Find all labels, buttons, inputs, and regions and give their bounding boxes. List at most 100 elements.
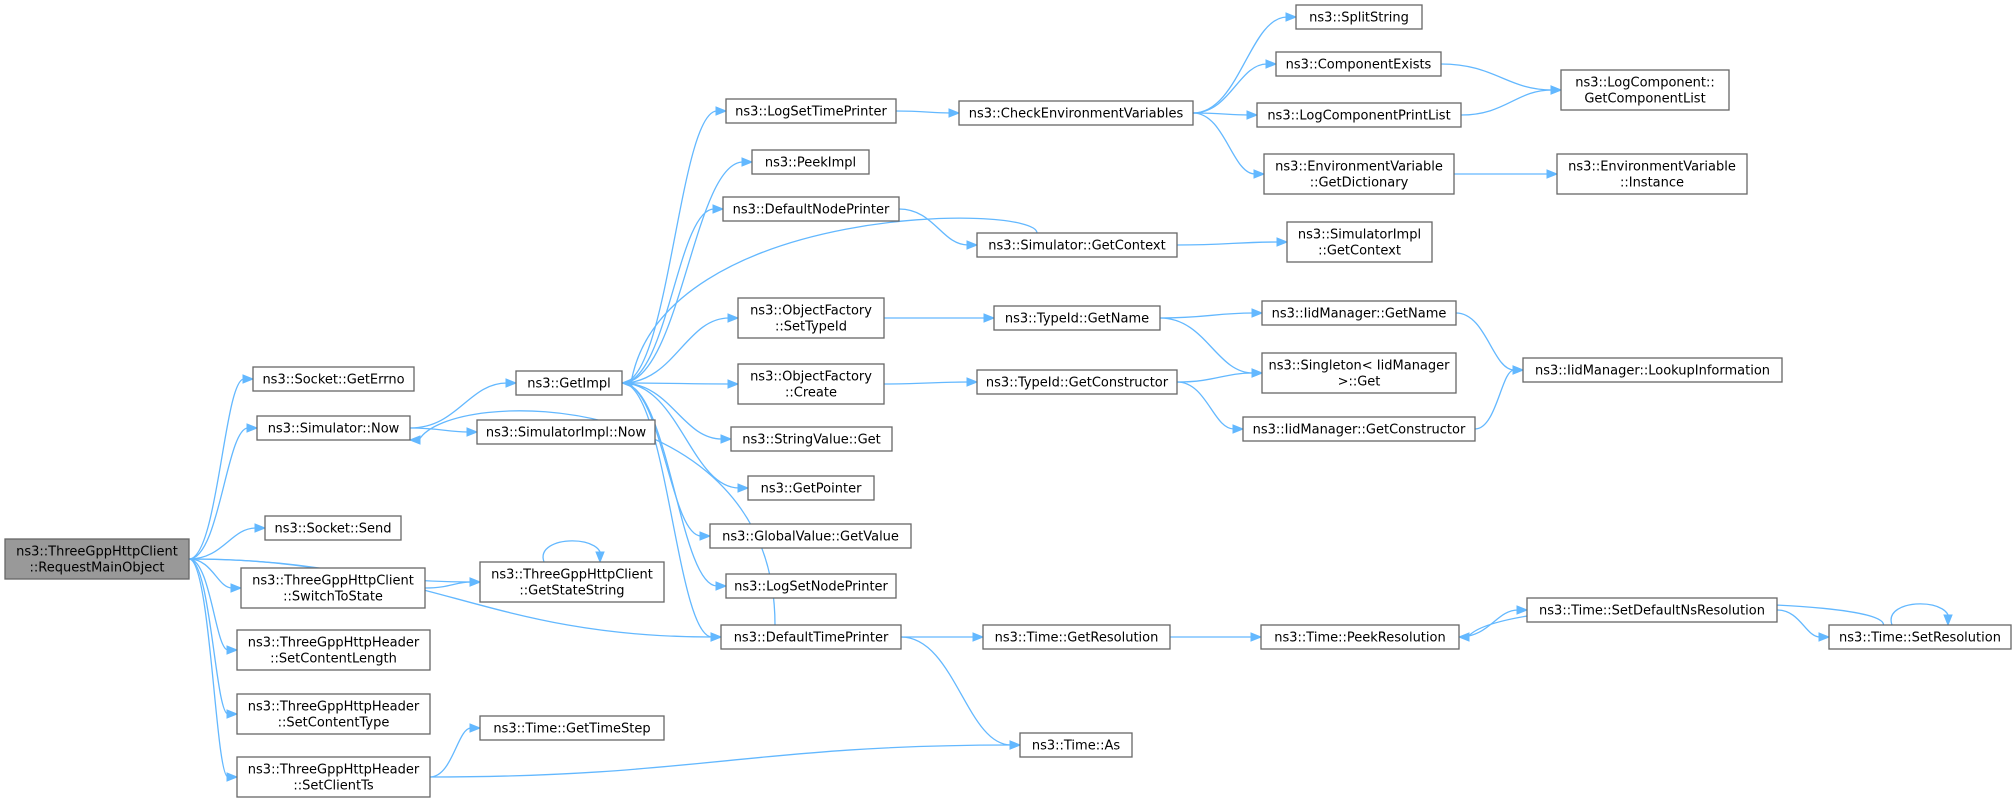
node-label: ns3::GlobalValue::GetValue bbox=[722, 530, 899, 545]
edge-line bbox=[630, 217, 1038, 384]
node-string-value-get[interactable]: ns3::StringValue::Get bbox=[730, 426, 893, 452]
node-simimpl-now[interactable]: ns3::SimulatorImpl::Now bbox=[476, 419, 656, 445]
edge-arrowhead bbox=[595, 551, 605, 564]
edge-line bbox=[188, 558, 229, 778]
node-log-component-get-list[interactable]: ns3::LogComponent::GetComponentList bbox=[1560, 69, 1730, 111]
edge-check-env-vars-to-env-var-get-dictionary bbox=[1192, 112, 1266, 179]
edge-line bbox=[621, 110, 718, 384]
node-typeid-get-name[interactable]: ns3::TypeId::GetName bbox=[993, 305, 1161, 331]
node-switch-state[interactable]: ns3::ThreeGppHttpClient::SwitchToState bbox=[240, 567, 426, 609]
node-iid-lookup-information[interactable]: ns3::IidManager::LookupInformation bbox=[1522, 357, 1783, 383]
edge-arrowhead bbox=[741, 157, 754, 167]
edge-line bbox=[898, 208, 969, 246]
node-simimpl-get-context[interactable]: ns3::SimulatorImpl::GetContext bbox=[1286, 221, 1433, 263]
node-box bbox=[1556, 153, 1748, 195]
edge-line bbox=[188, 558, 229, 715]
node-label: ::SwitchToState bbox=[283, 590, 383, 605]
node-log-component-print-list[interactable]: ns3::LogComponentPrintList bbox=[1256, 102, 1462, 128]
node-box bbox=[722, 196, 900, 222]
node-label: ::GetDictionary bbox=[1310, 176, 1409, 191]
node-time-set-default-ns-resolution[interactable]: ns3::Time::SetDefaultNsResolution bbox=[1526, 597, 1778, 623]
node-label: ::Create bbox=[785, 386, 837, 401]
node-typeid-get-constructor[interactable]: ns3::TypeId::GetConstructor bbox=[976, 369, 1178, 395]
node-root[interactable]: ns3::ThreeGppHttpClient::RequestMainObje… bbox=[4, 538, 190, 580]
node-sock-errno[interactable]: ns3::Socket::GetErrno bbox=[252, 366, 415, 392]
node-label: GetComponentList bbox=[1584, 92, 1705, 107]
node-log-set-node-printer[interactable]: ns3::LogSetNodePrinter bbox=[725, 573, 897, 599]
node-label: ns3::ObjectFactory bbox=[750, 304, 872, 319]
edge-iid-get-name-to-iid-lookup-information bbox=[1455, 312, 1525, 375]
node-box bbox=[751, 149, 870, 175]
node-box bbox=[1828, 624, 2012, 650]
edge-root-to-sock-errno bbox=[188, 374, 255, 560]
node-get-state-string[interactable]: ns3::ThreeGppHttpClient::GetStateString bbox=[479, 561, 665, 603]
node-iid-get-name[interactable]: ns3::IidManager::GetName bbox=[1261, 300, 1457, 326]
node-time-set-resolution[interactable]: ns3::Time::SetResolution bbox=[1828, 624, 2012, 650]
node-label: ns3::IidManager::GetConstructor bbox=[1253, 423, 1466, 438]
node-component-exists[interactable]: ns3::ComponentExists bbox=[1275, 51, 1442, 77]
edge-switch-state-to-get-state-string bbox=[424, 577, 482, 589]
node-split-string[interactable]: ns3::SplitString bbox=[1295, 4, 1423, 30]
node-box bbox=[737, 363, 885, 405]
edge-root-to-set-content-length bbox=[188, 558, 239, 655]
node-default-node-printer[interactable]: ns3::DefaultNodePrinter bbox=[722, 196, 900, 222]
edge-root-to-sock-send bbox=[188, 523, 267, 560]
node-check-env-vars[interactable]: ns3::CheckEnvironmentVariables bbox=[958, 100, 1194, 126]
node-get-time-step[interactable]: ns3::Time::GetTimeStep bbox=[479, 715, 665, 741]
node-box bbox=[1260, 624, 1460, 650]
node-get-impl[interactable]: ns3::GetImpl bbox=[515, 370, 623, 396]
node-label: ns3::ObjectFactory bbox=[750, 370, 872, 385]
edge-arrowhead bbox=[966, 240, 979, 250]
node-set-client-ts[interactable]: ns3::ThreeGppHttpHeader::SetClientTs bbox=[236, 756, 431, 798]
node-sim-get-context[interactable]: ns3::Simulator::GetContext bbox=[976, 232, 1178, 258]
edge-arrowhead bbox=[966, 377, 979, 387]
node-box bbox=[236, 693, 431, 735]
edge-arrowhead bbox=[230, 583, 243, 593]
node-box bbox=[730, 426, 893, 452]
node-box bbox=[976, 232, 1178, 258]
node-set-content-type[interactable]: ns3::ThreeGppHttpHeader::SetContentType bbox=[236, 693, 431, 735]
node-global-value-get-value[interactable]: ns3::GlobalValue::GetValue bbox=[709, 523, 912, 549]
node-get-pointer[interactable]: ns3::GetPointer bbox=[747, 475, 875, 501]
node-default-time-printer[interactable]: ns3::DefaultTimePrinter bbox=[720, 624, 902, 650]
node-box bbox=[1261, 352, 1457, 394]
node-label: ns3::ThreeGppHttpHeader bbox=[248, 700, 420, 715]
edge-time-set-resolution-to-time-set-resolution bbox=[1890, 603, 1953, 627]
node-singleton-get[interactable]: ns3::Singleton< IidManager>::Get bbox=[1261, 352, 1457, 394]
edge-typeid-get-constructor-to-iid-get-constructor bbox=[1176, 381, 1245, 434]
node-peek-impl[interactable]: ns3::PeekImpl bbox=[751, 149, 870, 175]
node-box bbox=[709, 523, 912, 549]
node-box bbox=[252, 366, 415, 392]
node-log-set-time-printer[interactable]: ns3::LogSetTimePrinter bbox=[725, 98, 897, 124]
node-env-var-instance[interactable]: ns3::EnvironmentVariable::Instance bbox=[1556, 153, 1748, 195]
edge-line bbox=[1890, 603, 1950, 626]
node-label: ns3::Time::SetResolution bbox=[1839, 631, 2001, 646]
node-box bbox=[240, 567, 426, 609]
node-box bbox=[479, 561, 665, 603]
node-iid-get-constructor[interactable]: ns3::IidManager::GetConstructor bbox=[1242, 416, 1476, 442]
node-of-set-type-id[interactable]: ns3::ObjectFactory::SetTypeId bbox=[737, 297, 885, 339]
edge-get-impl-to-of-set-type-id bbox=[621, 313, 740, 384]
edge-line bbox=[1440, 63, 1553, 91]
edge-line bbox=[1192, 112, 1249, 116]
edge-line bbox=[1460, 89, 1553, 116]
node-time-get-resolution[interactable]: ns3::Time::GetResolution bbox=[982, 624, 1171, 650]
node-label: ns3::ThreeGppHttpClient bbox=[491, 568, 653, 583]
edge-component-exists-to-log-component-get-list bbox=[1440, 63, 1563, 95]
edge-arrowhead bbox=[983, 313, 996, 323]
node-time-peek-resolution[interactable]: ns3::Time::PeekResolution bbox=[1260, 624, 1460, 650]
edge-arrowhead bbox=[226, 645, 239, 655]
edge-line bbox=[1176, 381, 1235, 430]
node-label: ::GetContext bbox=[1318, 244, 1401, 259]
edge-line bbox=[429, 727, 472, 778]
node-set-content-length[interactable]: ns3::ThreeGppHttpHeader::SetContentLengt… bbox=[236, 629, 431, 671]
node-time-as[interactable]: ns3::Time::As bbox=[1019, 732, 1133, 758]
edge-line bbox=[409, 427, 469, 433]
node-box bbox=[976, 369, 1178, 395]
node-label: ns3::LogComponent:: bbox=[1575, 76, 1715, 91]
node-label: ns3::IidManager::LookupInformation bbox=[1535, 364, 1770, 379]
node-sock-send[interactable]: ns3::Socket::Send bbox=[264, 515, 402, 541]
node-of-create[interactable]: ns3::ObjectFactory::Create bbox=[737, 363, 885, 405]
node-sim-now[interactable]: ns3::Simulator::Now bbox=[256, 415, 411, 441]
node-env-var-get-dictionary[interactable]: ns3::EnvironmentVariable::GetDictionary bbox=[1263, 153, 1455, 195]
